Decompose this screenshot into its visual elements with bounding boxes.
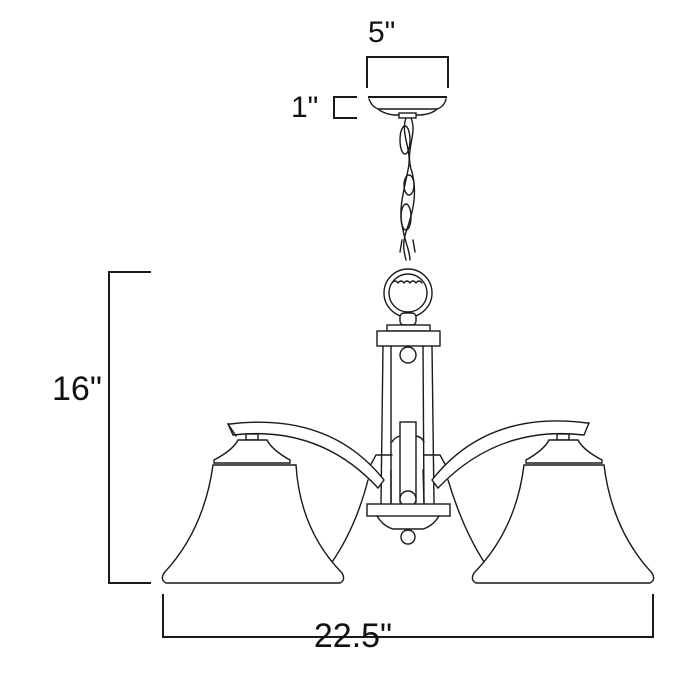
right-bell-shade [471, 433, 655, 584]
fixture-width-label: 22.5" [313, 617, 393, 655]
canopy-height-bracket [333, 96, 357, 119]
chain [399, 117, 416, 261]
fixture-height-label: 16" [52, 370, 102, 408]
center-shade [329, 479, 487, 566]
canopy-width-bracket [366, 56, 449, 88]
loop-ring [383, 268, 433, 332]
left-arm [226, 421, 385, 490]
canopy-width-label: 5" [368, 16, 396, 49]
fixture-height-bracket [108, 271, 151, 584]
center-column [366, 330, 451, 545]
left-bell-shade [161, 433, 345, 584]
canopy-height-label: 1" [291, 91, 319, 124]
right-arm [431, 420, 591, 490]
canopy [368, 96, 447, 119]
fixture-width-bracket [162, 594, 654, 638]
